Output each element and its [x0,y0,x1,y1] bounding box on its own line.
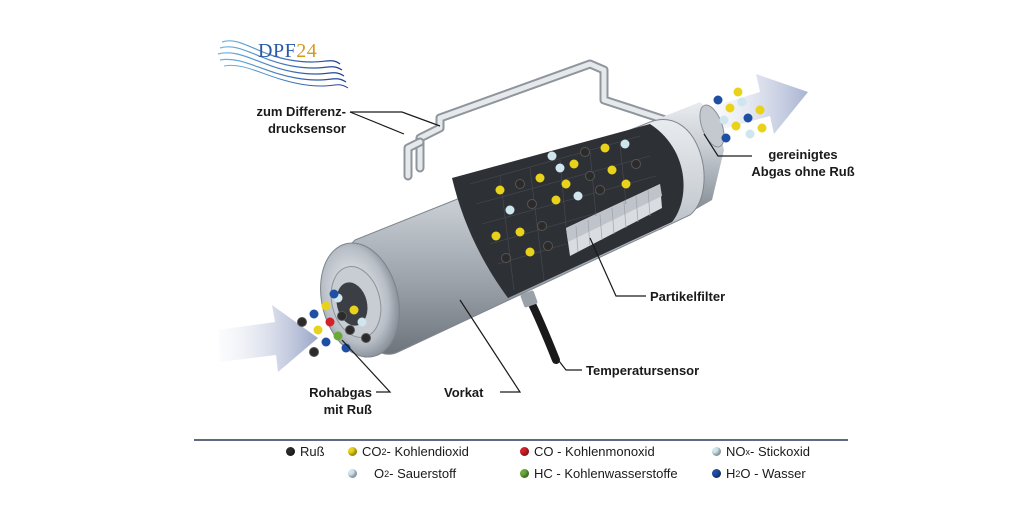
differential-sensor-label: zum Differenz- drucksensor [256,104,346,136]
temperature-sensor-label: Temperatursensor [586,363,700,378]
raw-gas-label: Rohabgas mit Ruß [309,385,372,417]
temperature-sensor-cable [526,296,560,364]
co-dot-icon [520,447,529,456]
h2o-dot-icon [712,469,721,478]
inlet-particles [297,289,371,357]
dpf24-logo: DPF24 [258,40,318,62]
co2-dot-icon [348,447,357,456]
pressure-tube [403,59,695,181]
hc-dot-icon [520,469,529,478]
nox-dot-icon [712,447,721,456]
leader-lines [341,111,752,393]
outlet-arrow [708,74,808,134]
soot-dot-icon [286,447,295,456]
pre-catalyst-label: Vorkat [444,385,484,400]
clean-gas-label: gereinigtes Abgas ohne Ruß [751,147,855,179]
temperature-sensor-probe [520,290,538,308]
legend-co: CO - Kohlenmonoxid [520,444,655,459]
legend-hc: HC - Kohlenwasserstoffe [520,466,678,481]
particle-filter-label: Partikelfilter [650,289,726,304]
inlet-arrow [218,305,318,372]
legend-soot: Ruß [286,444,325,459]
outlet-particles [713,87,767,143]
o2-dot-icon [348,469,357,478]
logo-wave-icon [217,40,349,89]
filter-particles [491,139,641,263]
